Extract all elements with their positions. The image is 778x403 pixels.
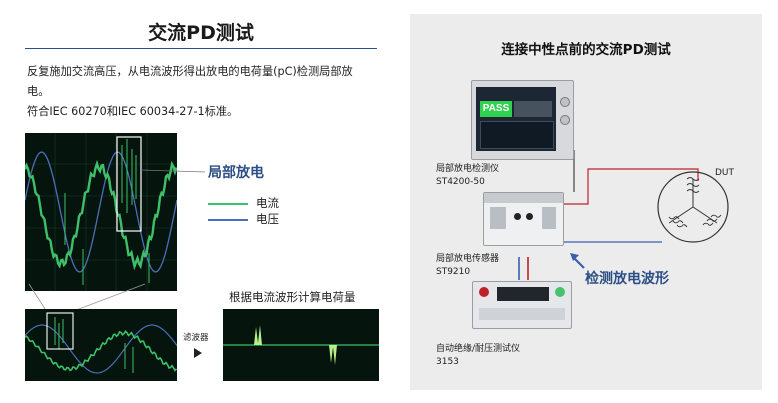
legend-voltage-swatch — [208, 219, 248, 221]
pd-pointer — [140, 169, 206, 173]
current-trace — [25, 159, 177, 271]
device-label-tester: 自动绝缘/耐压测试仪 3153 — [436, 344, 521, 367]
positive-pulse — [254, 325, 262, 345]
coil-icon — [668, 216, 688, 228]
description-line-1: 反复施加交流高压，从电流波形得出放电的电荷量(pC)检测局部放 — [27, 65, 353, 78]
status-lamp-icon — [555, 287, 565, 297]
danger-lamp-icon — [479, 287, 489, 297]
filtered-waveform — [223, 309, 379, 381]
dut-motor-symbol — [657, 171, 729, 243]
waveform-grid — [25, 133, 177, 291]
sensor-port — [490, 207, 506, 229]
zoomed-highlight-box — [46, 312, 74, 350]
pd-sensor-device — [483, 192, 564, 246]
pd-detector-screen: PASS — [476, 87, 556, 151]
hv-tester-device — [472, 281, 572, 329]
tester-display — [497, 287, 549, 301]
screen-waveform — [480, 121, 554, 149]
calc-caption: 根据电流波形计算电荷量 — [229, 290, 356, 304]
device-label-sensor: 局部放电传感器 ST9210 — [436, 254, 500, 277]
legend-voltage-label: 电压 — [256, 212, 279, 226]
page-title: 交流PD测试 — [148, 22, 254, 44]
zoomed-voltage-trace — [25, 324, 177, 374]
knob-icon — [560, 97, 570, 107]
main-waveform — [25, 133, 177, 291]
coil-icon — [702, 214, 722, 226]
pd-detector-device: PASS — [471, 80, 574, 160]
negative-pulse — [329, 345, 337, 365]
coil-icon — [686, 177, 700, 193]
tester-keypad — [479, 308, 565, 320]
connector-icon — [514, 213, 521, 220]
legend-current-swatch — [208, 203, 248, 205]
dut-label: DUT — [715, 168, 735, 178]
detect-waveform-label: 检测放电波形 — [585, 271, 669, 287]
connector-icon — [526, 213, 533, 220]
zoomed-waveform — [25, 309, 177, 381]
filter-arrow-icon — [194, 348, 202, 358]
waveform-background — [25, 133, 177, 291]
description-line-3: 符合IEC 60270和IEC 60034-27-1标准。 — [27, 105, 239, 118]
pass-indicator: PASS — [480, 101, 512, 117]
filter-label: 滤波器 — [183, 333, 209, 343]
pd-label: 局部放电 — [208, 165, 264, 181]
description-line-2: 电。 — [27, 85, 50, 98]
sensor-port — [542, 207, 556, 229]
title-divider — [25, 48, 377, 49]
screen-readout — [514, 101, 552, 117]
discharge-spikes — [64, 139, 150, 285]
device-label-detector: 局部放电检测仪 ST4200-50 — [436, 164, 500, 187]
zoom-connector — [28, 283, 146, 313]
panel-title: 连接中性点前的交流PD测试 — [501, 42, 671, 58]
knob-icon — [560, 115, 570, 125]
description: 反复施加交流高压，从电流波形得出放电的电荷量(pC)检测局部放 电。 符合IEC… — [27, 62, 379, 122]
pd-highlight-box — [116, 136, 142, 232]
legend-current-label: 电流 — [256, 196, 279, 210]
sensor-top-panel — [484, 193, 563, 203]
setup-panel — [410, 14, 762, 390]
zoomed-spikes — [54, 317, 134, 373]
voltage-trace — [25, 151, 177, 273]
detect-arrow-icon — [570, 253, 585, 269]
zoomed-current-trace — [25, 330, 177, 372]
